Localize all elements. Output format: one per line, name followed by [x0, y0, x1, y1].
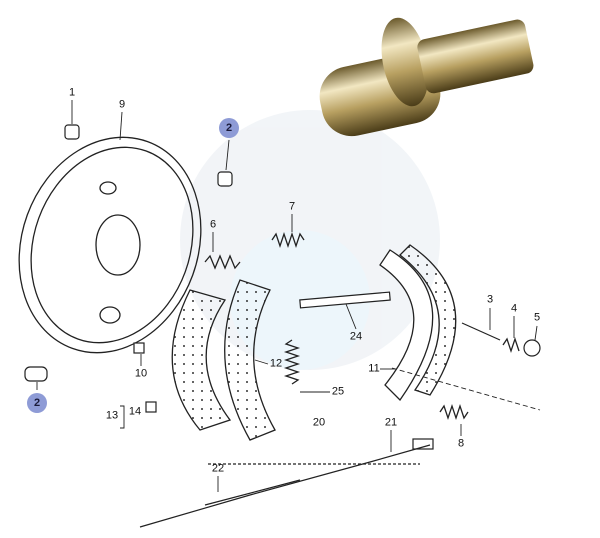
callout-12: 12 [269, 357, 283, 370]
watermark-logo [180, 110, 440, 370]
backing-plate [18, 136, 202, 354]
callout-9: 9 [118, 98, 126, 111]
callout-1: 1 [68, 86, 76, 99]
callout-20: 20 [312, 416, 326, 429]
callout-badge-2-top: 2 [219, 118, 239, 138]
callout-3: 3 [486, 293, 494, 306]
callout-24: 24 [349, 330, 363, 343]
springs [204, 231, 520, 421]
callout-6: 6 [209, 218, 217, 231]
leader-lines [36, 100, 541, 492]
callout-11: 11 [368, 362, 380, 375]
callout-14: 14 [128, 405, 142, 418]
product-photo-adjuster-pin [319, 17, 534, 137]
callout-25: 25 [331, 385, 345, 398]
callout-5: 5 [533, 311, 541, 324]
callout-13: 13 [105, 409, 119, 422]
callout-7: 7 [288, 200, 296, 213]
callout-10: 10 [134, 367, 148, 380]
callout-21: 21 [384, 416, 398, 429]
callout-4: 4 [510, 302, 518, 315]
brake-shoes [171, 244, 457, 441]
callout-8: 8 [457, 437, 465, 450]
callout-22: 22 [211, 462, 225, 475]
callout-badge-2-bottom: 2 [27, 393, 47, 413]
small-parts [24, 124, 541, 450]
strut-and-cable [139, 291, 431, 528]
